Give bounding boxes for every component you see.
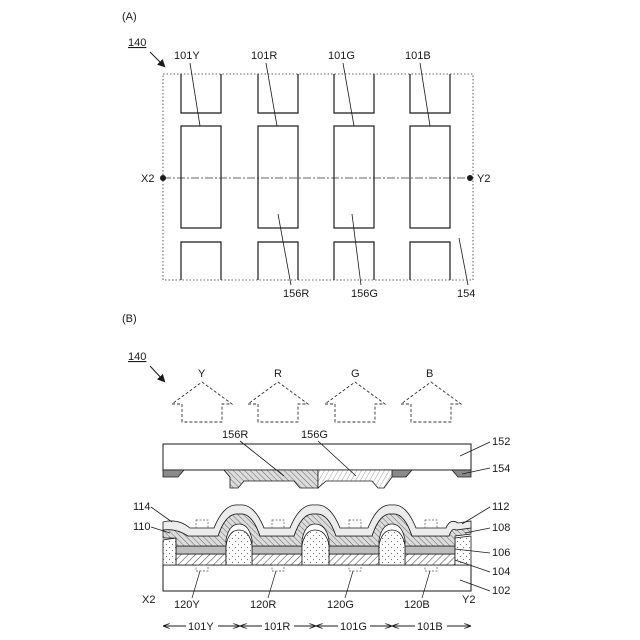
label-108: 108: [492, 522, 510, 534]
label-120y: 120Y: [174, 599, 200, 611]
leader-101b: [420, 63, 430, 126]
region-label-101b: 101B: [417, 621, 443, 633]
leader-114: [151, 507, 172, 522]
emission-arrow-g: G: [325, 368, 385, 422]
section-end-label: Y2: [477, 173, 490, 185]
panel-b-ref-arrow: [150, 366, 164, 381]
section-start-label: X2: [141, 173, 154, 185]
leader-101g: [343, 63, 354, 126]
label-154-b: 154: [492, 463, 510, 475]
panel-a-tag: (A): [122, 11, 137, 23]
section-end-dot: [467, 175, 473, 181]
label-104: 104: [492, 566, 510, 578]
section-start-dot: [160, 175, 166, 181]
leader-154-a: [459, 238, 468, 285]
region-label-101g: 101G: [340, 621, 367, 633]
region-label-101y: 101Y: [188, 621, 214, 633]
emission-arrow-r: R: [248, 368, 308, 422]
emission-arrow-b: B: [401, 368, 461, 422]
emission-label-y: Y: [198, 368, 206, 380]
label-110: 110: [133, 521, 151, 533]
emission-label-g: G: [351, 368, 360, 380]
panel-b-tag: (B): [122, 313, 137, 325]
pixel-column-r: [258, 74, 298, 280]
leader-101y: [190, 63, 200, 126]
pixel-column-g: [334, 74, 374, 280]
label-120g: 120G: [327, 599, 354, 611]
emission-arrow-y: Y: [172, 368, 232, 422]
pixel-label-101b: 101B: [405, 50, 431, 62]
label-120r: 120R: [250, 599, 276, 611]
section-end-label-b: Y2: [462, 594, 475, 606]
pixel-column-b: [410, 74, 450, 280]
color-filter-156g: [318, 470, 392, 488]
emission-label-r: R: [274, 368, 282, 380]
panel-a-ref: 140: [128, 37, 146, 49]
panel-b: (B) 140 Y R G B: [122, 313, 510, 633]
panel-a: (A) 140 101Y 101R 101G 101B: [122, 11, 490, 300]
panel-a-ref-arrow: [150, 52, 164, 66]
pixel-label-101y: 101Y: [174, 50, 200, 62]
label-156r-a: 156R: [283, 288, 309, 300]
label-102: 102: [492, 585, 510, 597]
label-154-a: 154: [457, 288, 475, 300]
pixel-label-101r: 101R: [251, 50, 277, 62]
leader-101r: [266, 63, 277, 126]
panel-b-ref: 140: [128, 351, 146, 363]
label-156g-a: 156G: [351, 288, 378, 300]
label-106: 106: [492, 547, 510, 559]
leader-112: [462, 507, 490, 524]
section-start-label-b: X2: [142, 594, 155, 606]
region-label-101r: 101R: [264, 621, 290, 633]
substrate-152: [163, 444, 471, 470]
label-156r-b: 156R: [222, 429, 248, 441]
label-152: 152: [492, 436, 510, 448]
color-filter-156r: [222, 470, 318, 488]
emission-label-b: B: [426, 368, 433, 380]
pixel-label-101g: 101G: [328, 50, 355, 62]
label-156g-b: 156G: [301, 429, 328, 441]
label-120b: 120B: [404, 599, 430, 611]
label-112: 112: [492, 501, 510, 513]
pixel-column-y: [181, 74, 221, 280]
label-114: 114: [133, 501, 151, 513]
